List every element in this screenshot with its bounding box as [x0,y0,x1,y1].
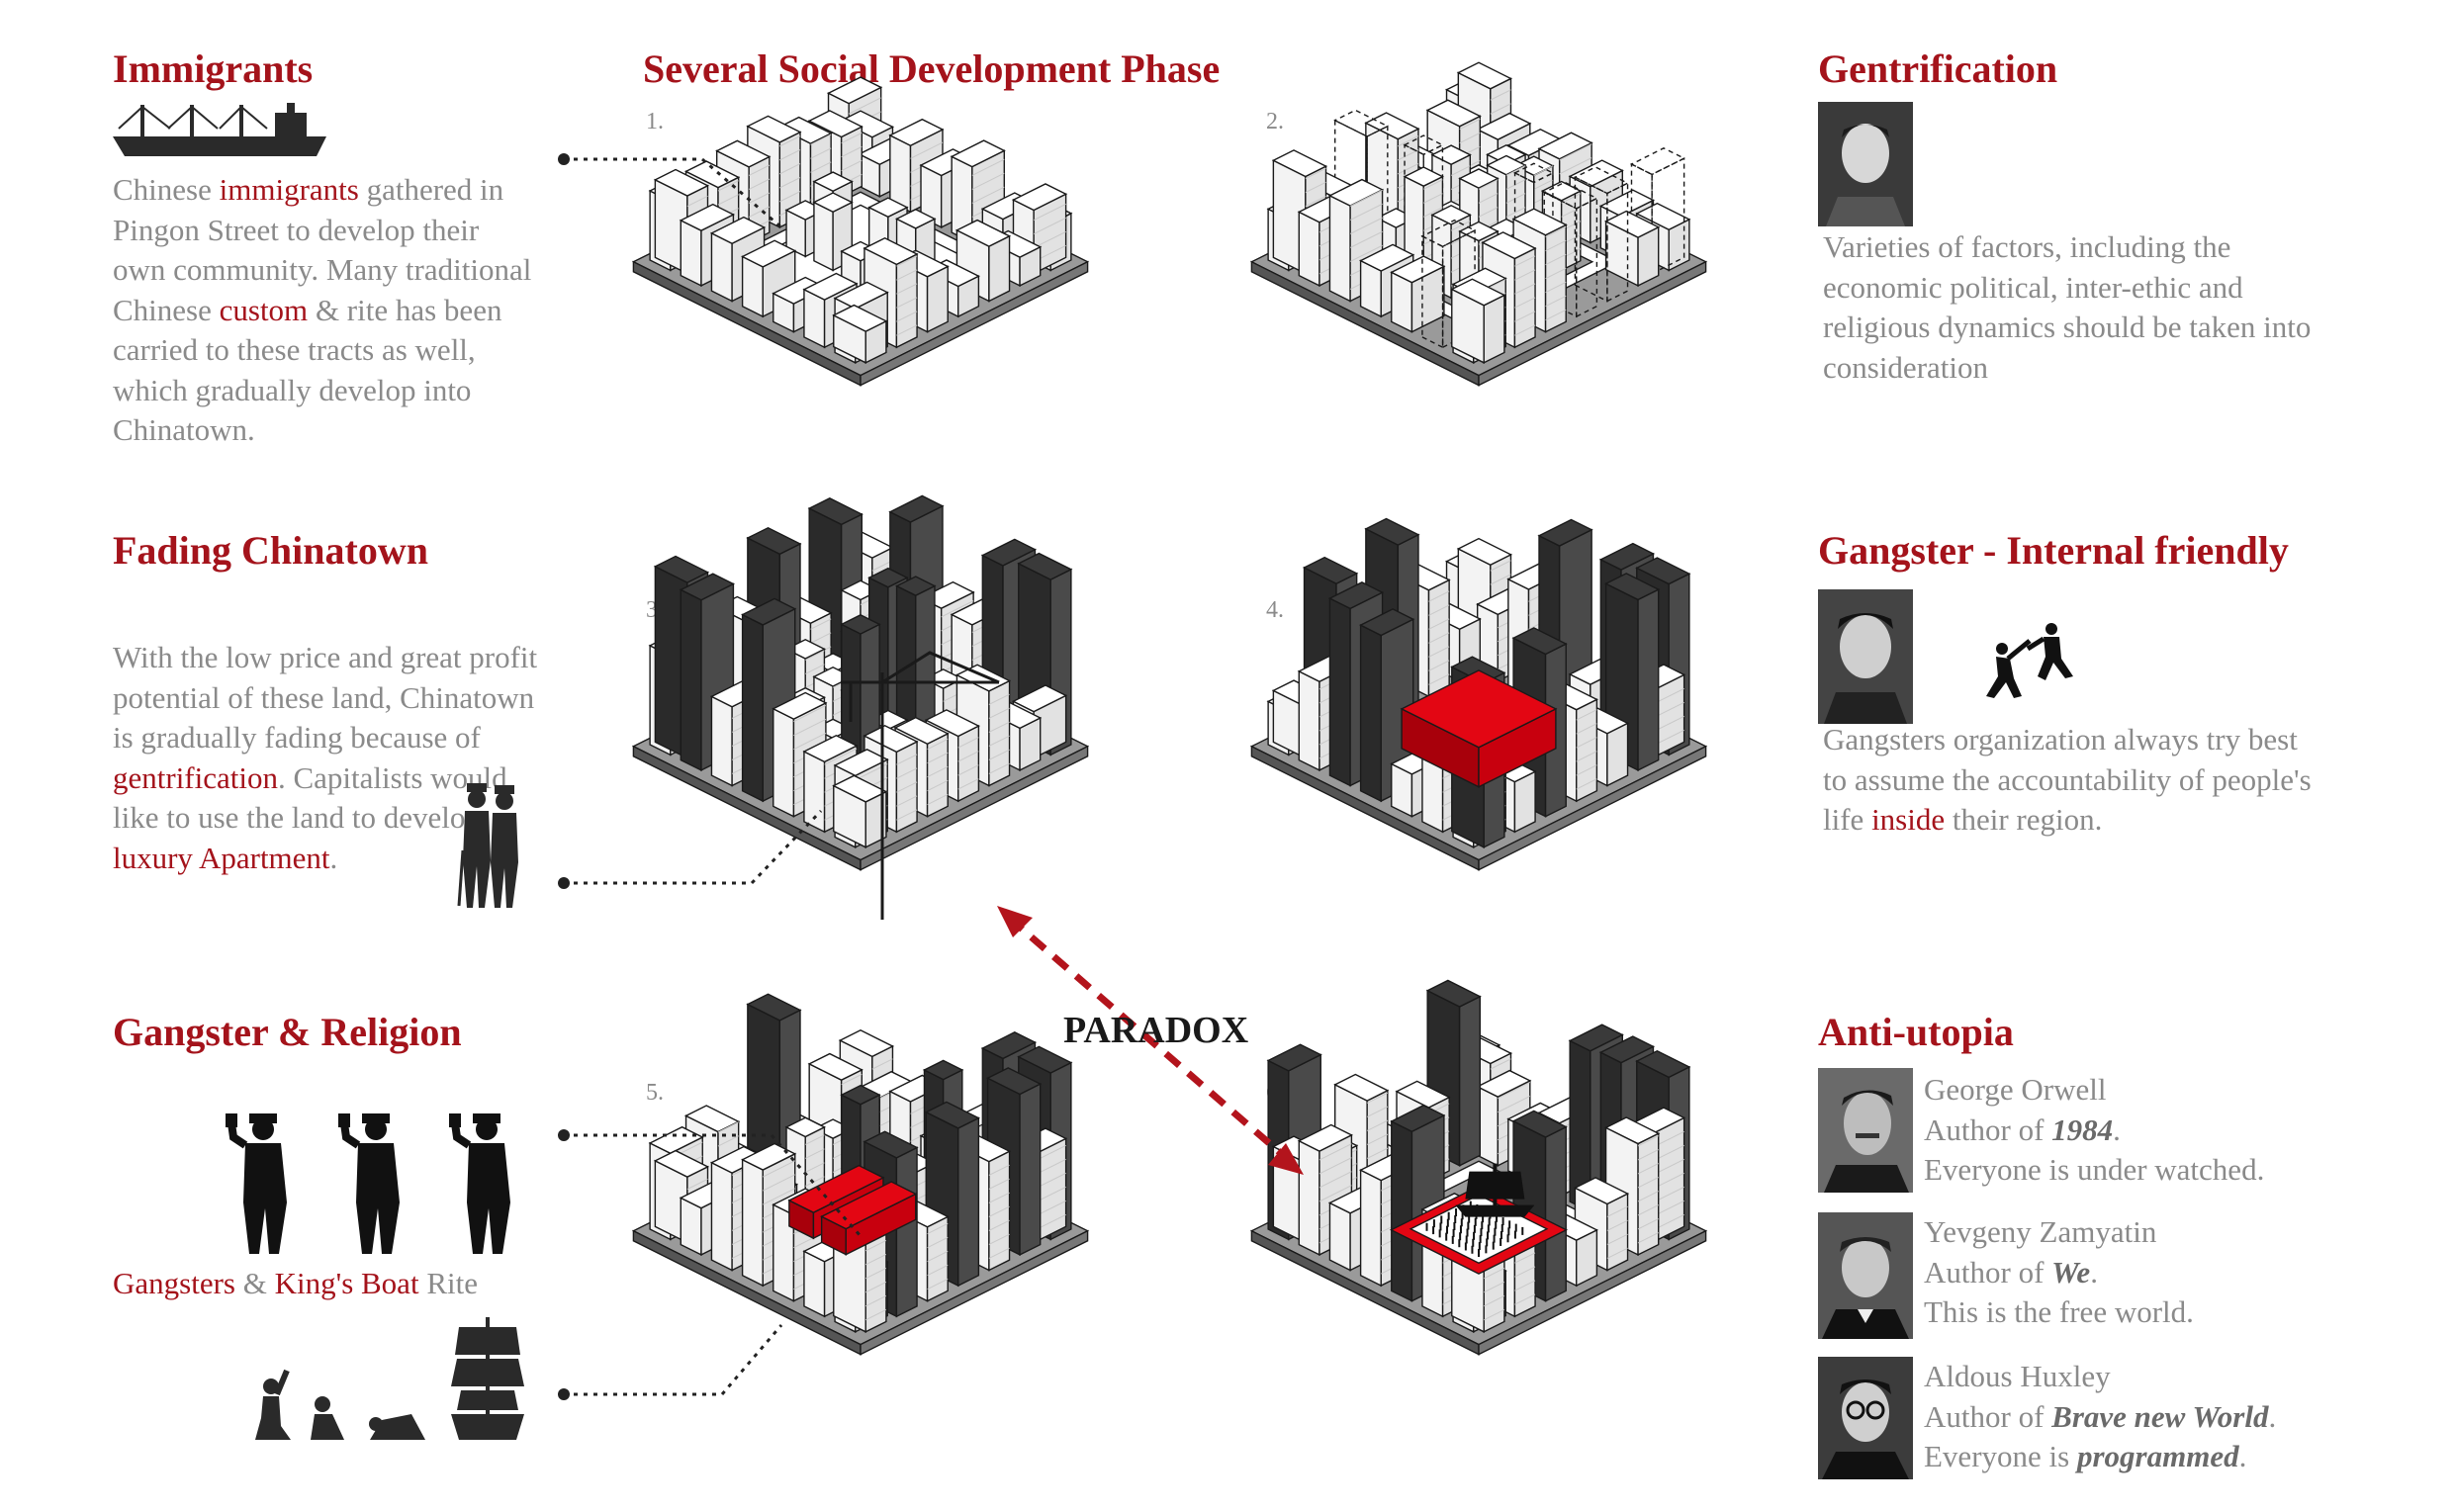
ground-edge [860,260,1089,387]
author-name: Yevgeny Zamyatin [1924,1214,2157,1249]
ground-edge [1478,745,1707,871]
author-orwell: George Orwell Author of 1984. Everyone i… [1924,1070,2264,1191]
building [1297,1123,1353,1257]
building [1629,147,1686,275]
gentrification-title: Gentrification [1818,46,2058,91]
gangster-silhouette-icon-1 [226,1113,287,1254]
phase-3-diagram [631,494,1090,920]
gangster-internal-portrait [1818,589,1913,724]
building [1400,669,1558,788]
gangster-internal-title: Gangster - Internal friendly [1818,528,2289,573]
immigrants-text: Chinese immigrants gathered in Pingon St… [113,172,532,447]
building [1333,109,1390,244]
gangster-internal-text: Gangsters organization always try best t… [1823,722,2312,837]
building [812,192,854,272]
anti-utopia-title: Anti-utopia [1818,1010,2014,1054]
author-huxley: Aldous Huxley Author of Brave new World.… [1924,1357,2276,1477]
author-quote: This is the free world. [1924,1294,2194,1329]
ground-edge [860,1229,1089,1356]
building [832,304,888,364]
fighters-silhouette-icon [1986,623,2073,698]
ground-edge [1478,1229,1707,1356]
building [1450,278,1506,364]
ground-edge [860,745,1089,871]
gentrification-text: Varieties of factors, including the econ… [1823,229,2312,385]
author-quote: Everyone is programmed. [1924,1439,2247,1473]
author-zamyatin: Yevgeny Zamyatin Author of We. This is t… [1924,1212,2194,1333]
fading-chinatown-title: Fading Chinatown [113,528,428,573]
building [741,239,797,318]
author-book-line: Author of 1984. [1924,1112,2121,1147]
gentrification-portrait [1818,102,1913,226]
author-book-line: Author of Brave new World. [1924,1398,2277,1434]
paradox-label: PARADOX [1063,1010,1249,1051]
phase-number-1: 1. [646,109,664,134]
orwell-portrait [1818,1068,1913,1193]
building [1425,979,1482,1167]
kings-boat-icon [1455,1163,1535,1217]
phase-number-4: 4. [1266,597,1284,623]
main-title: Several Social Development Phase [643,46,1221,91]
author-quote: Everyone is under watched. [1924,1152,2265,1187]
gangster-silhouette-icon-3 [449,1113,510,1254]
phase-number-5: 5. [646,1080,664,1106]
gangster-religion-title: Gangster & Religion [113,1010,462,1054]
gangster-silhouette-icon-2 [338,1113,400,1254]
author-name: George Orwell [1924,1072,2107,1107]
immigrants-title: Immigrants [113,46,314,91]
phase-2-diagram [1249,61,1708,387]
gangster-religion-caption: Gangsters & King's Boat Rite [113,1266,478,1300]
phase-number-2: 2. [1266,109,1284,134]
zamyatin-portrait [1818,1212,1913,1339]
paradox-arrow [1006,915,1294,1165]
phase-6-diagram [1249,979,1708,1356]
building [1573,166,1630,303]
author-book-line: Author of We. [1924,1254,2098,1290]
phase-4-diagram [1249,517,1708,871]
author-name: Aldous Huxley [1924,1359,2111,1393]
ground-edge [1478,260,1707,387]
building [1390,255,1446,333]
crane-icon [841,651,1000,920]
capitalists-silhouette-icon [457,783,518,908]
phase-5-diagram [631,993,1090,1356]
building [1420,219,1477,349]
worshippers-silhouette-icon [255,1369,425,1440]
sailing-ship-icon [451,1317,524,1440]
phase-1-diagram [631,76,1090,387]
huxley-portrait [1818,1357,1913,1479]
cargo-ship-icon [113,103,326,156]
building [1604,210,1661,288]
